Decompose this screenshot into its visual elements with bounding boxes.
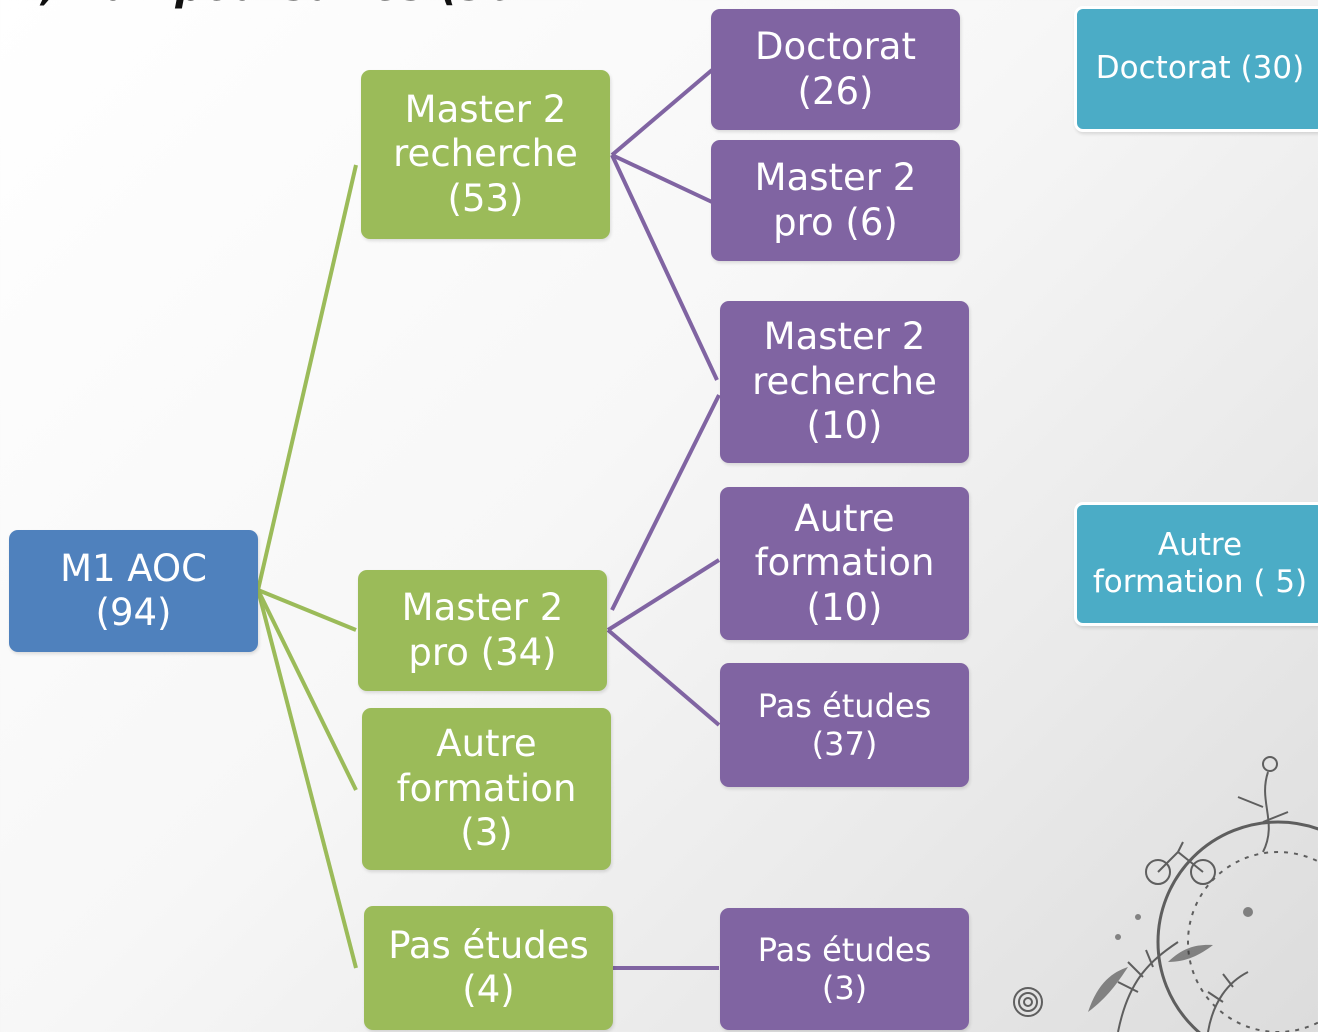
connector-m2r-m2recherche bbox=[610, 154, 719, 381]
node-m1-aoc: M1 AOC (94) bbox=[9, 530, 258, 652]
node-master2-recherche-53: Master 2 recherche (53) bbox=[361, 70, 610, 239]
node-autre-formation-5: Autre formation ( 5) bbox=[1074, 502, 1318, 626]
node-master2-pro-6: Master 2 pro (6) bbox=[711, 140, 960, 261]
connector-m1-m2pro bbox=[257, 588, 357, 632]
connector-m1-autre bbox=[256, 589, 358, 791]
node-pas-etudes-3: Pas études (3) bbox=[720, 908, 969, 1030]
connector-m2p-m2recherche bbox=[610, 394, 721, 611]
node-pas-etudes-37: Pas études (37) bbox=[720, 663, 969, 787]
floral-sports-illustration-icon bbox=[1013, 756, 1318, 1032]
node-autre-formation-3: Autre formation (3) bbox=[362, 708, 611, 870]
connector-m2r-m2pro bbox=[611, 153, 713, 204]
node-master2-recherche-10: Master 2 recherche (10) bbox=[720, 301, 969, 463]
node-autre-formation-10: Autre formation (10) bbox=[720, 487, 969, 640]
connector-m1-m2recherche bbox=[256, 164, 358, 591]
node-doctorat-26: Doctorat (26) bbox=[711, 9, 960, 130]
node-pas-etudes-4: Pas études (4) bbox=[364, 906, 613, 1030]
node-doctorat-30: Doctorat (30) bbox=[1074, 6, 1318, 132]
connector-m2p-pasetudes bbox=[606, 628, 721, 727]
slide-title-fragment: …, Aux poursuites (30… bbox=[0, 0, 559, 10]
connector-m1-pasetudes bbox=[256, 589, 358, 969]
connector-m2p-autre bbox=[606, 558, 721, 632]
connector-m2r-doctorat bbox=[610, 68, 714, 157]
node-master2-pro-34: Master 2 pro (34) bbox=[358, 570, 607, 691]
